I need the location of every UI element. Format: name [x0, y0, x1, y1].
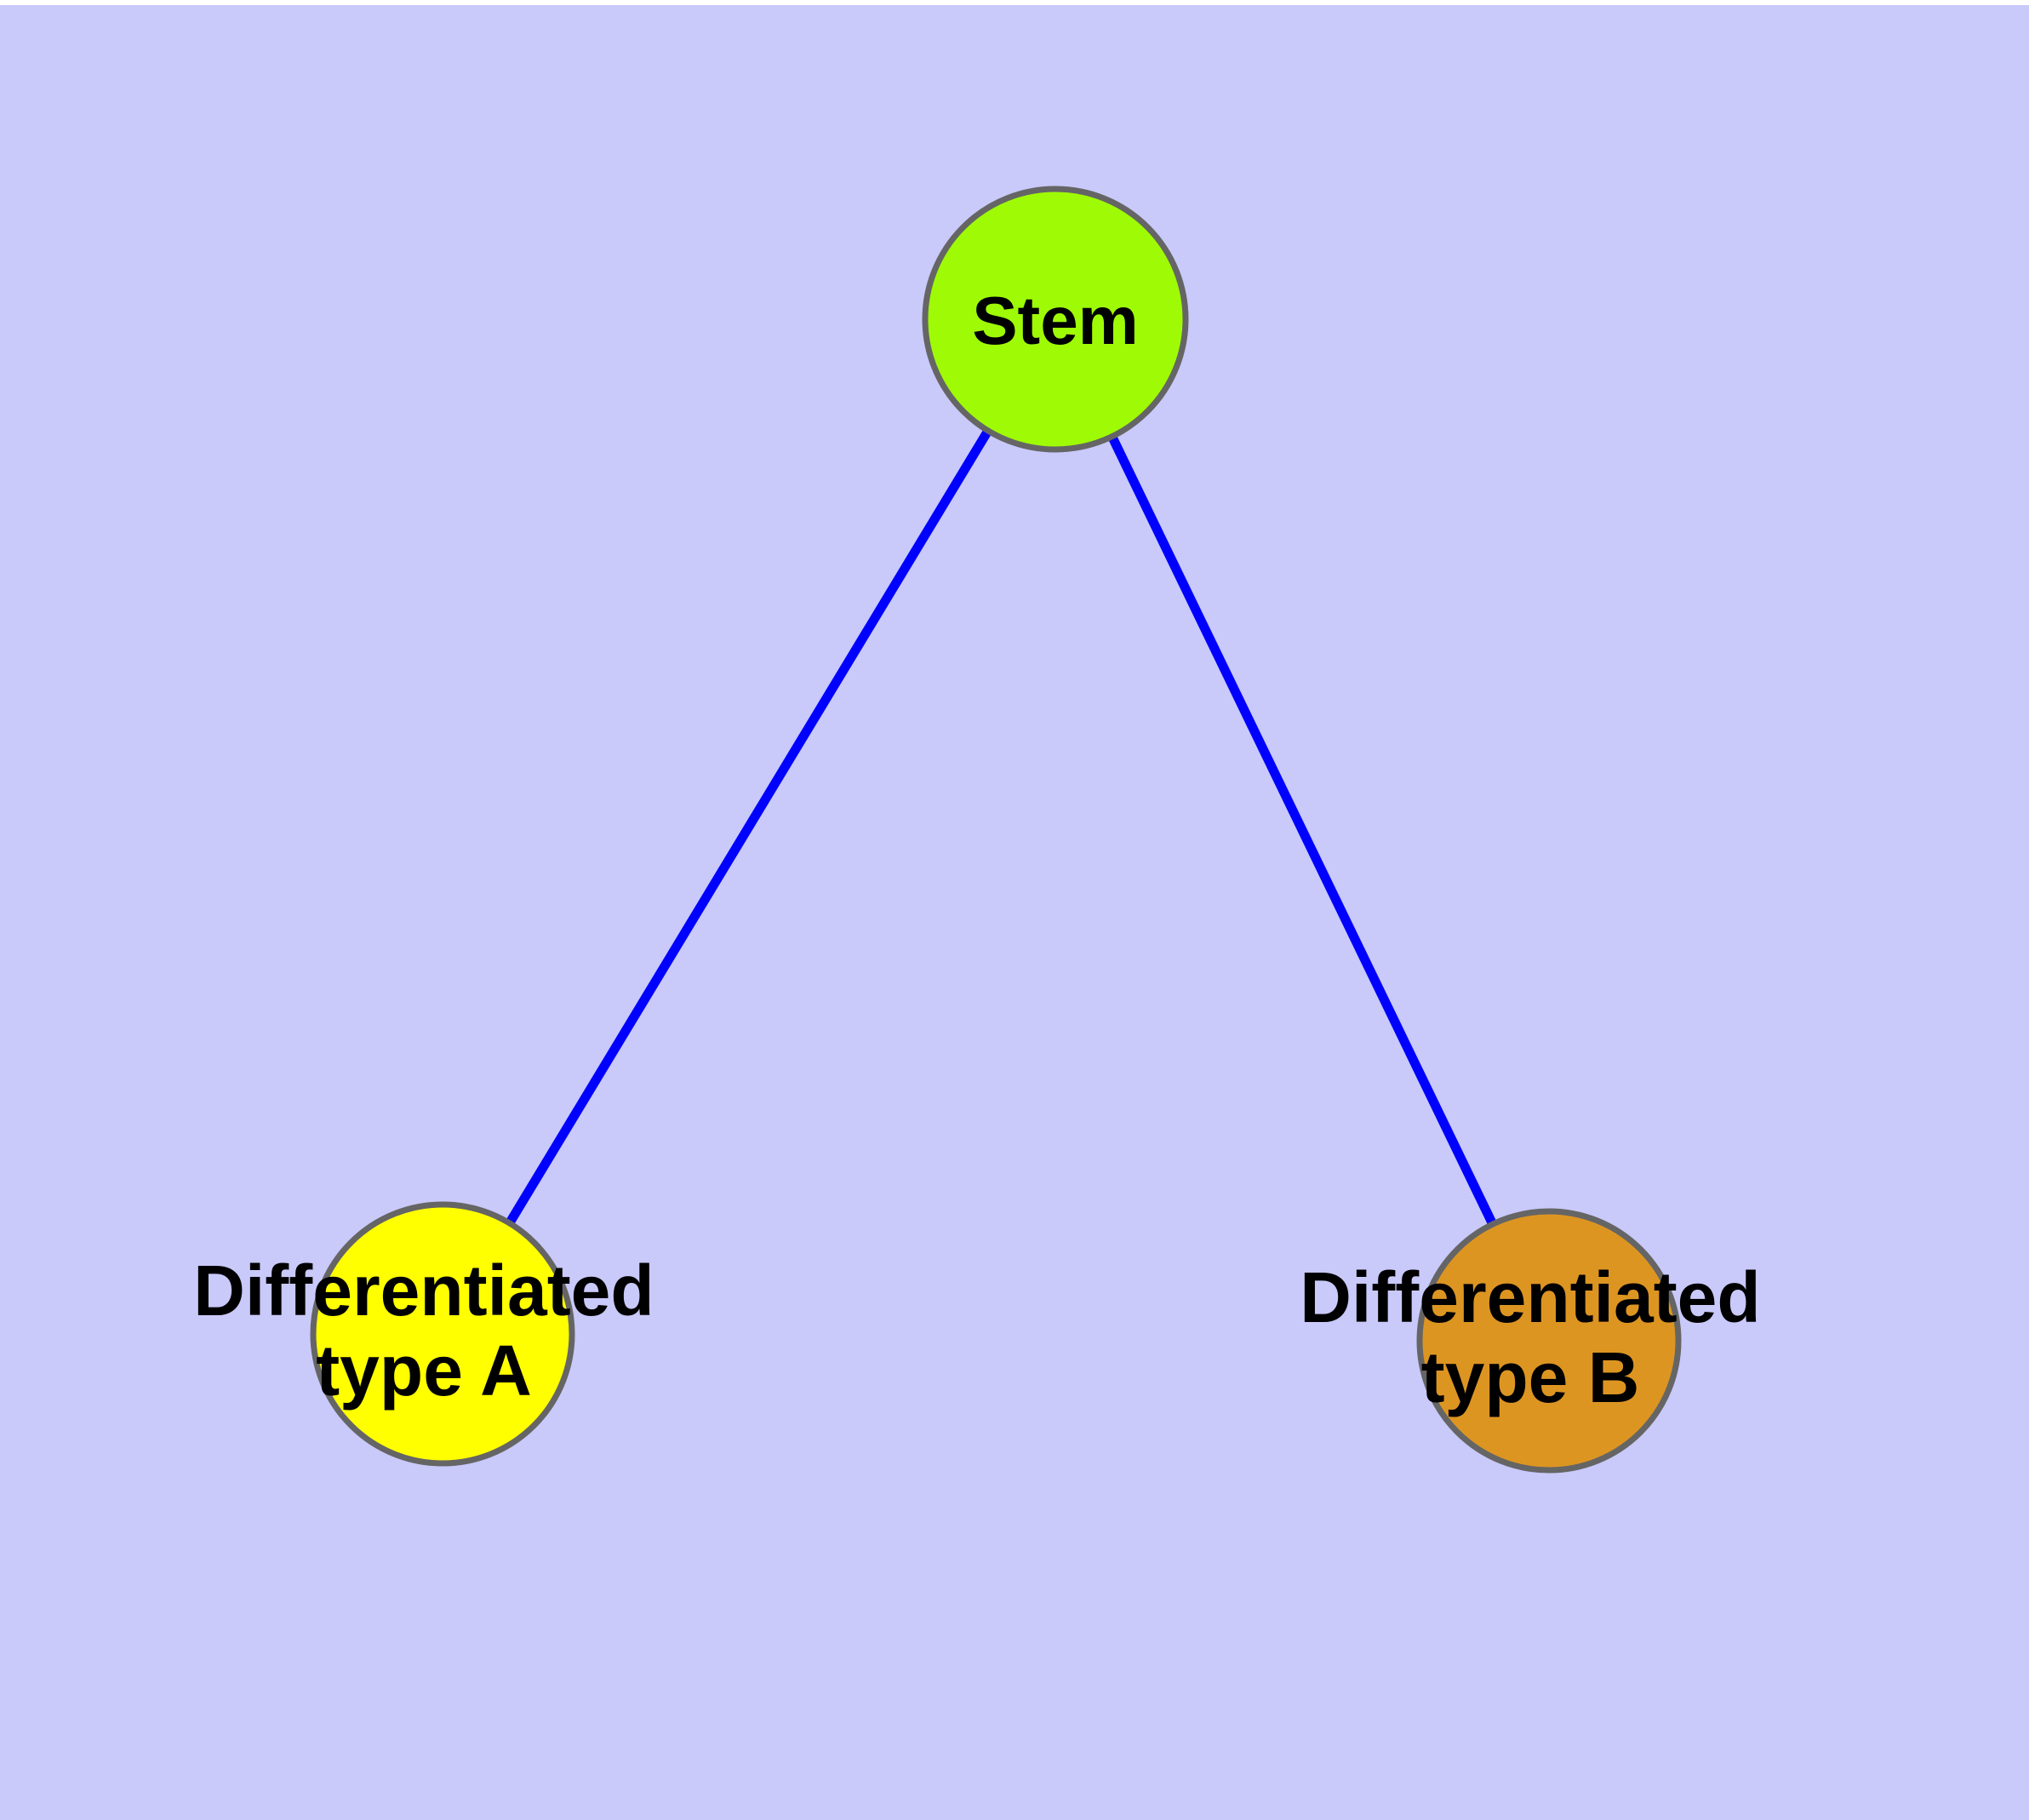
diagram-plot-area: Stem Differentiated type A Differentiate… — [0, 5, 2029, 1820]
node-differentiated-type-b-label-line2: type B — [1421, 1337, 1640, 1417]
node-differentiated-type-a-label-line2: type A — [316, 1331, 532, 1411]
edge-stem-to-differentiated-type-b[interactable] — [1051, 317, 1553, 1343]
node-differentiated-type-b-circle[interactable] — [1416, 1208, 1682, 1474]
node-stem-label: Stem — [972, 283, 1139, 358]
node-label-group: Stem Differentiated type A Differentiate… — [193, 283, 1760, 1417]
graph-svg: Stem Differentiated type A Differentiate… — [193, 186, 1761, 1474]
node-differentiated-type-a-circle[interactable] — [310, 1201, 575, 1467]
node-circle-group — [310, 186, 1682, 1474]
edge-group — [438, 317, 1553, 1343]
node-differentiated-type-a-label-line1: Differentiated — [193, 1251, 654, 1331]
edge-stem-to-differentiated-type-a[interactable] — [438, 317, 1060, 1336]
node-stem-circle[interactable] — [922, 186, 1189, 453]
node-differentiated-type-b-label-line1: Differentiated — [1300, 1257, 1760, 1337]
